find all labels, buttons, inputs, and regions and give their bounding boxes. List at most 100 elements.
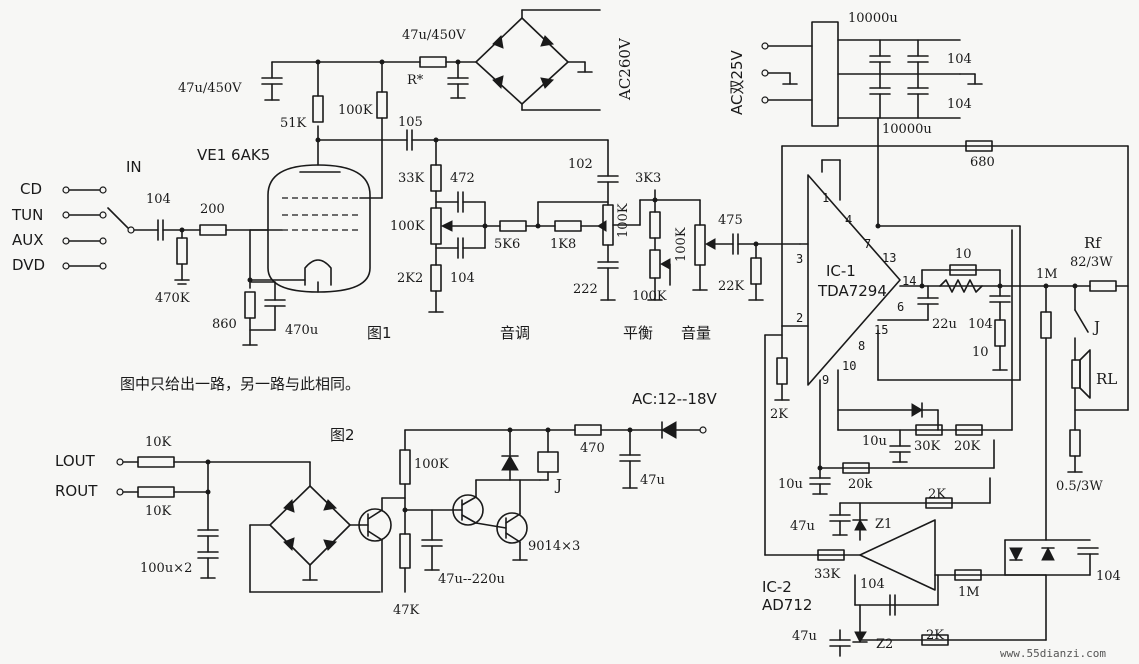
input-lout: LOUT [55,452,95,470]
cap-475: 475 [718,213,743,228]
cap-104-detect: 104 [1096,569,1121,584]
transistor-9014x3: 9014×3 [528,539,581,554]
res-100k-prot: 100K [414,457,449,472]
ic1-pin-3: 3 [796,252,804,266]
res-470k: 470K [155,291,190,306]
cap-47u-450v-left: 47u/450V [178,81,242,96]
res-rf-label: Rf [1084,234,1101,252]
ic1-pin-10: 10 [842,359,857,373]
cap-104-tone: 104 [450,271,475,286]
cap-10u-standby: 10u [778,477,803,492]
res-47k-prot: 47K [393,603,420,618]
zener-z1: Z1 [875,517,893,532]
res-10k-rout: 10K [145,504,172,519]
cap-47u-z2: 47u [792,629,817,644]
res-10k-lout: 10K [145,435,172,450]
pot-100k-balance: 100K [632,289,667,304]
res-33k: 33K [398,171,425,186]
ic1-pin-4: 4 [845,213,853,227]
cap-10000u-top: 10000u [848,11,898,26]
res-51k: 51K [280,116,307,131]
cap-47u-prot: 47u [640,473,665,488]
res-1k8: 1K8 [550,237,577,252]
protection-circuit [116,421,707,593]
cap-222: 222 [573,282,598,297]
caption-fig1: 图1 [367,324,392,342]
res-rf-value: 82/3W [1070,255,1113,270]
caption-tone: 音调 [500,324,531,342]
pot-100k-bass: 100K [616,203,631,238]
res-r-star: R* [407,73,424,88]
input-source-cd: CD [20,180,43,198]
res-22k: 22K [718,279,745,294]
cap-47u-220u: 47u--220u [438,572,505,587]
supply-label: AC双25V [728,50,746,115]
res-20k-standby: 20k [848,477,873,492]
ac-260v-label: AC260V [616,38,634,100]
cap-104-psu-top: 104 [947,52,972,67]
res-20k-mute: 20K [954,439,981,454]
res-470-prot: 470 [580,441,605,456]
cap-472: 472 [450,171,475,186]
res-0-5-3w: 0.5/3W [1056,479,1103,494]
tone-stage [428,137,801,313]
cap-104-zobel: 104 [968,317,993,332]
input-source-tun: TUN [12,206,44,224]
cap-105: 105 [398,115,423,130]
caption-volume: 音量 [681,324,712,342]
ic1-pin-15: 15 [874,323,889,337]
input-source-dvd: DVD [12,256,46,274]
res-2k-bias: 2K [770,407,788,422]
ic1-pin-1: 1 [822,191,830,205]
relay-j-output: J [1094,318,1101,336]
watermark: www.55dianzi.com [1000,647,1106,660]
cap-47u-450v-right: 47u/450V [402,28,466,43]
res-2k-z1: 2K [928,487,946,502]
res-2k2: 2K2 [397,271,424,286]
cap-104-psu-bottom: 104 [947,97,972,112]
cap-470u: 470u [285,323,319,338]
caption-fig2: 图2 [330,426,355,444]
cap-10000u-bottom: 10000u [882,122,932,137]
res-30k: 30K [914,439,941,454]
tube-name: VE1 6AK5 [197,146,271,164]
ic2-name: IC-2 [762,578,792,596]
input-selector [62,186,283,285]
res-10-feedback: 10 [955,247,972,262]
supply-ac-12-18v: AC:12--18V [632,390,717,408]
ic1-pin-7: 7 [864,237,872,251]
cap-104-input: 104 [146,192,171,207]
cap-47u-z1: 47u [790,519,815,534]
pot-100k-tone: 100K [390,219,425,234]
res-3k3: 3K3 [635,171,662,186]
relay-j-coil: J [556,476,563,494]
ic1-pin-8: 8 [858,339,866,353]
speaker-rl: RL [1096,370,1118,388]
res-2k-z2: 2K [926,628,944,643]
ic1-part: TDA7294 [818,282,887,300]
tube-stage [242,9,609,346]
res-10-zobel: 10 [972,345,989,360]
input-label: IN [126,158,142,176]
res-5k6: 5K6 [494,237,521,252]
cap-100u-x2: 100u×2 [140,561,193,576]
res-860: 860 [212,317,237,332]
ic1-pin-6: 6 [897,300,905,314]
ic1-pin-14: 14 [902,274,917,288]
zener-z2: Z2 [876,637,894,652]
cap-104-ic2: 104 [860,577,885,592]
pot-100k-volume: 100K [674,227,689,262]
res-200: 200 [200,202,225,217]
res-1m-ic2: 1M [958,585,980,600]
caption-note: 图中只给出一路，另一路与此相同。 [120,375,361,393]
cap-10u-mute: 10u [862,434,887,449]
ic1-pin-13: 13 [882,251,897,265]
power-amp [761,21,1129,657]
ic1-pin-9: 9 [822,373,830,387]
res-1m-output: 1M [1036,267,1058,282]
input-rout: ROUT [55,482,98,500]
ic1-pin-2: 2 [796,311,804,325]
cap-102: 102 [568,157,593,172]
